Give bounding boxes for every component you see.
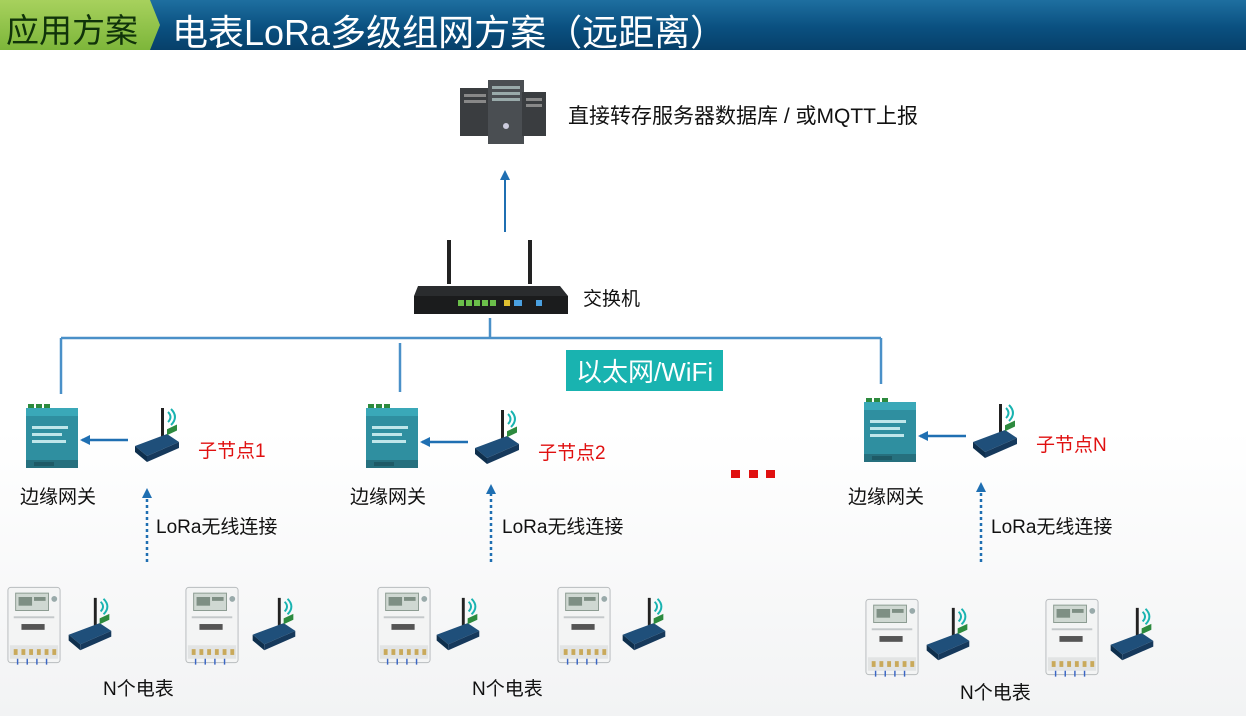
edge-gateway-3-icon [864,398,916,462]
meter-icon [185,586,239,666]
gateway-3-label: 边缘网关 [848,487,925,508]
meter-icon [557,586,611,666]
meter-cluster-3 [865,598,1155,678]
meter-cluster-2 [377,586,667,666]
child-node-n-icon [971,402,1019,460]
node-2-label: 子节点2 [538,443,606,464]
child-node-2-icon [473,408,521,466]
ellipsis-dots [731,470,775,478]
meter-cluster-1 [7,586,297,666]
edge-gateway-2-icon [366,404,418,468]
server-label: 直接转存服务器数据库 / 或MQTT上报 [568,105,918,128]
header-tag: 应用方案 [0,0,160,50]
meter-node-icon [251,596,297,652]
meter-icon [865,598,919,678]
meters-1-label: N个电表 [103,679,174,700]
header-bar: 应用方案 电表LoRa多级组网方案（远距离） [0,0,1246,53]
meter-icon [1045,598,1099,678]
network-label: 以太网/WiFi [566,350,724,391]
meter-node-icon [67,596,113,652]
child-node-1-icon [133,406,181,464]
lora-1-label: LoRa无线连接 [156,517,278,538]
node-1-label: 子节点1 [198,441,266,462]
switch-icon [414,240,568,314]
server-icon [460,80,546,144]
meter-node-icon [925,606,971,662]
meters-2-label: N个电表 [472,679,543,700]
network-bus [59,318,883,394]
lora-2-label: LoRa无线连接 [502,517,624,538]
page-title: 电表LoRa多级组网方案（远距离） [172,12,727,53]
meter-node-icon [621,596,667,652]
gateway-2-label: 边缘网关 [350,487,427,508]
lora-3-label: LoRa无线连接 [991,517,1113,538]
meter-node-icon [1109,606,1155,662]
header-tag-label: 应用方案 [6,12,138,49]
gateway-1-label: 边缘网关 [20,487,97,508]
edge-gateway-1-icon [26,404,78,468]
switch-label: 交换机 [583,289,641,310]
meter-icon [7,586,61,666]
node-n-label: 子节点N [1036,435,1107,456]
meter-icon [377,586,431,666]
meter-node-icon [435,596,481,652]
meters-3-label: N个电表 [960,683,1031,704]
